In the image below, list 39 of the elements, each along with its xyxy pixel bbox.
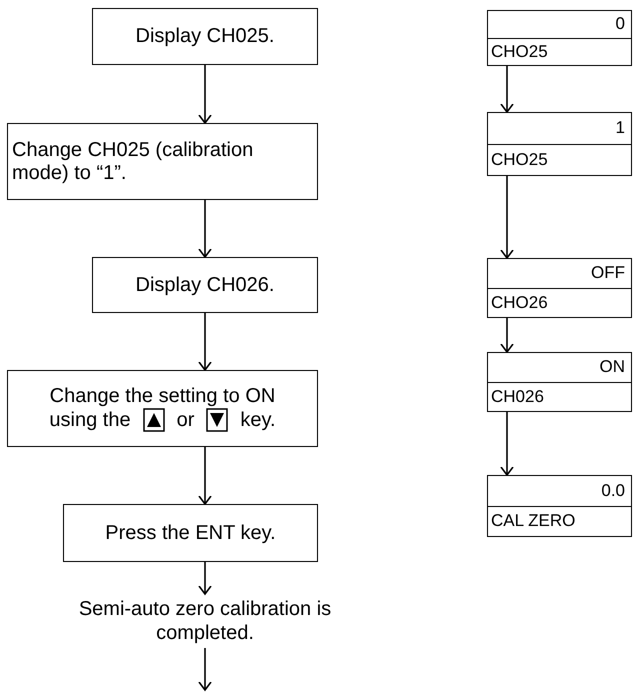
arrow bbox=[198, 562, 212, 595]
display-channel: CAL ZERO bbox=[491, 511, 576, 532]
step-text: or bbox=[176, 408, 194, 432]
step-text: Change CH025 (calibration mode) to “1”. bbox=[12, 138, 254, 184]
process-box bbox=[63, 504, 318, 562]
step-text: Display CH025. bbox=[134, 25, 276, 48]
display-panel bbox=[487, 475, 632, 537]
step-text: Display CH026. bbox=[134, 274, 276, 296]
arrow bbox=[500, 176, 514, 259]
arrow bbox=[198, 65, 212, 124]
process-box bbox=[92, 8, 318, 65]
step-text: Change the setting to ON bbox=[50, 385, 276, 408]
display-value: ON bbox=[600, 357, 625, 378]
process-box bbox=[7, 370, 318, 447]
display-channel: CH026 bbox=[491, 386, 544, 407]
process-box bbox=[92, 257, 318, 313]
display-value: 0.0 bbox=[601, 480, 625, 501]
result-text: Semi-auto zero calibration is completed. bbox=[60, 594, 350, 648]
display-value: 0 bbox=[616, 14, 625, 34]
display-panel bbox=[487, 258, 632, 318]
step-text: using the bbox=[49, 408, 131, 432]
arrow bbox=[500, 318, 514, 353]
display-channel: CHO25 bbox=[491, 42, 548, 62]
arrow bbox=[500, 66, 514, 113]
process-box bbox=[7, 123, 318, 200]
display-panel bbox=[487, 112, 632, 176]
display-panel bbox=[487, 352, 632, 412]
arrow bbox=[198, 447, 212, 505]
step-text: key. bbox=[240, 408, 276, 432]
display-channel: CHO26 bbox=[491, 292, 548, 313]
arrow bbox=[198, 313, 212, 371]
arrow bbox=[198, 200, 212, 258]
display-value: 1 bbox=[616, 118, 625, 138]
display-value: OFF bbox=[591, 263, 625, 284]
step-text: Press the ENT key. bbox=[104, 522, 277, 544]
arrow bbox=[198, 648, 212, 691]
display-channel: CHO25 bbox=[491, 150, 548, 170]
display-panel bbox=[487, 10, 632, 66]
arrow bbox=[500, 412, 514, 476]
